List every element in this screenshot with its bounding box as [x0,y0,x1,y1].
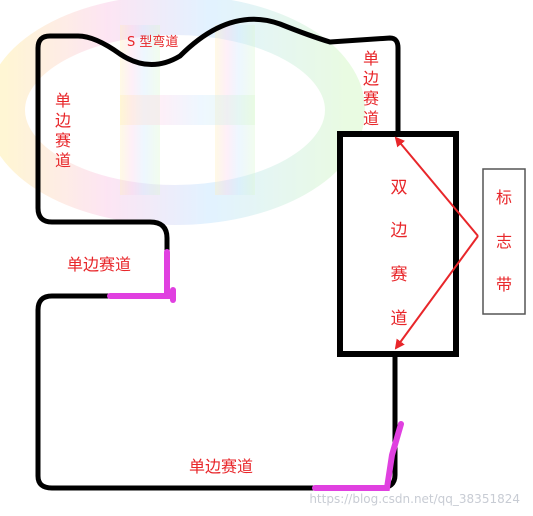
svg-text:双: 双 [391,178,408,198]
marker-band-box [482,168,526,315]
svg-text:赛: 赛 [391,264,408,285]
watermark: https://blog.csdn.net/qq_38351824 [309,492,520,506]
single-track-label-bottom: 单边赛道 [189,457,253,476]
marker-strip-lower [312,421,404,491]
svg-text:道: 道 [363,109,379,128]
single-track-label-top-right: 单 边 赛 道 [363,49,379,128]
double-track-label: 双 边 赛 道 [391,178,408,329]
svg-text:单: 单 [363,49,379,68]
single-track-label-mid: 单边赛道 [67,255,131,274]
lower-track [35,293,398,491]
svg-text:单: 单 [55,91,71,110]
background-logo [0,0,365,225]
marker-strip-upper [107,249,176,303]
svg-text:志: 志 [496,232,512,251]
svg-text:标: 标 [496,188,512,207]
arrow-icon [394,235,479,350]
svg-text:赛: 赛 [55,131,71,150]
single-track-label-left: 单 边 赛 道 [55,91,71,170]
svg-text:道: 道 [55,151,71,170]
marker-band-label: 标 志 带 [496,188,512,294]
svg-text:边: 边 [55,111,71,130]
svg-text:赛: 赛 [363,89,379,108]
svg-text:带: 带 [496,275,512,294]
svg-text:边: 边 [363,69,379,88]
arrow-icon [394,136,479,237]
svg-text:边: 边 [391,221,408,241]
s-curve-label: S 型弯道 [127,34,178,50]
upper-track [35,16,401,296]
double-track-box [337,131,459,357]
svg-text:道: 道 [391,309,408,329]
